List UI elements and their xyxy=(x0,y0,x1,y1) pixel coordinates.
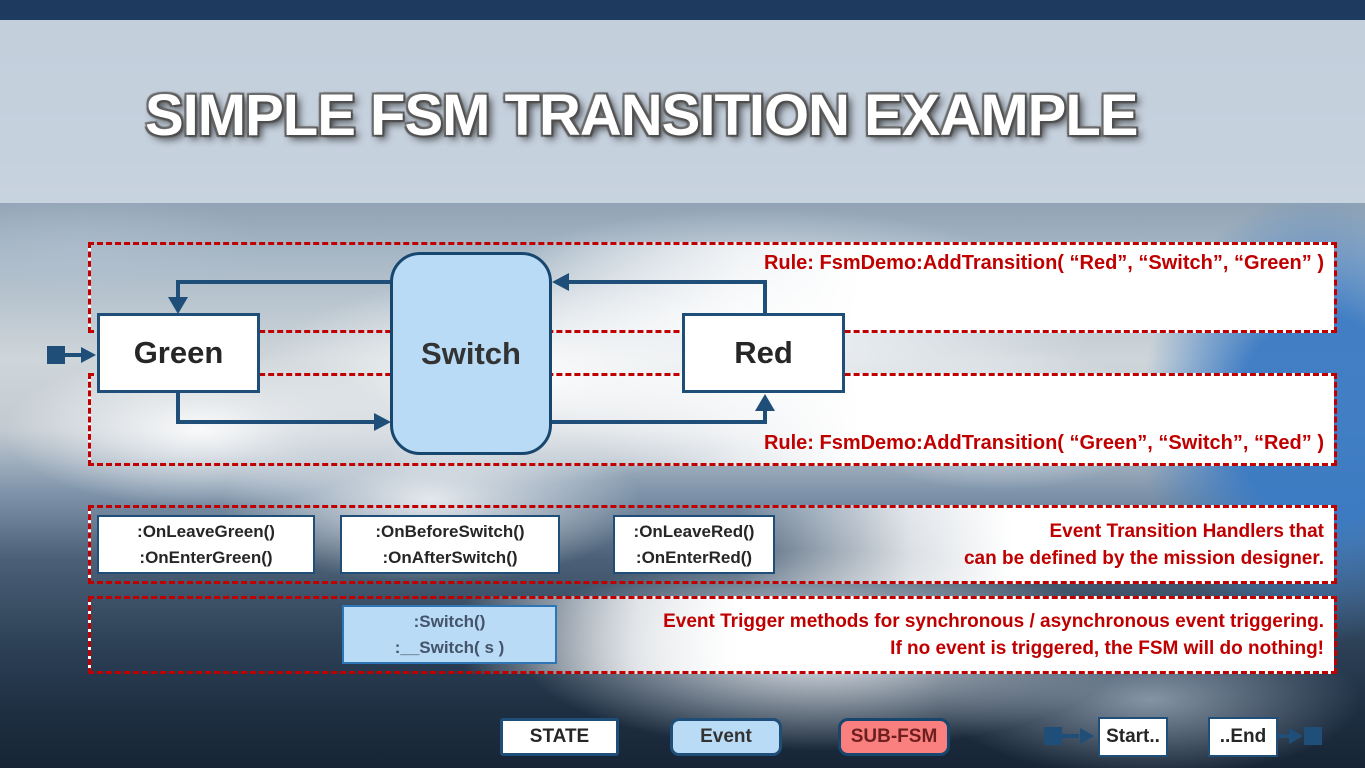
title-band xyxy=(0,20,1365,203)
state-node-green: Green xyxy=(97,313,260,393)
state-node-red: Red xyxy=(682,313,845,393)
arrow-line-red-to-switch xyxy=(562,280,767,313)
arrowhead-into-red-bottom-icon xyxy=(755,394,775,411)
legend-end-arrowhead-icon xyxy=(1289,728,1303,744)
handler-green-enter: :OnEnterGreen() xyxy=(139,547,273,567)
handlers-note-line1: Event Transition Handlers that xyxy=(1049,520,1325,542)
handler-green-leave: :OnLeaveGreen() xyxy=(137,521,275,541)
legend-start-arrowhead-icon xyxy=(1080,728,1094,744)
rule-text-green-switch-red: Rule: FsmDemo:AddTransition( “Green”, “S… xyxy=(763,432,1324,454)
page-title: SIMPLE FSM TRANSITION EXAMPLE xyxy=(145,83,1138,148)
arrowhead-into-switch-right-icon xyxy=(552,273,569,291)
legend-start-box: Start.. xyxy=(1098,717,1168,757)
legend-event-box: Event xyxy=(670,718,782,756)
handler-box-green: :OnLeaveGreen() :OnEnterGreen() xyxy=(97,515,315,574)
handler-box-red: :OnLeaveRed() :OnEnterRed() xyxy=(613,515,775,574)
handler-red-leave: :OnLeaveRed() xyxy=(633,521,755,541)
handler-box-switch: :OnBeforeSwitch() :OnAfterSwitch() xyxy=(340,515,560,574)
legend-state-box: STATE xyxy=(500,718,619,756)
legend-start-square-icon xyxy=(1044,727,1062,745)
start-marker-square-icon xyxy=(47,346,65,364)
arrow-line-switch-to-green xyxy=(176,280,390,298)
top-accent-bar xyxy=(0,0,1365,20)
triggers-note: Event Trigger methods for synchronous / … xyxy=(663,599,1324,671)
triggers-note-line1: Event Trigger methods for synchronous / … xyxy=(663,611,1324,632)
handlers-note: Event Transition Handlers that can be de… xyxy=(964,508,1324,581)
legend-subfsm-box: SUB-FSM xyxy=(838,718,950,756)
handler-red-enter: :OnEnterRed() xyxy=(635,547,753,567)
handler-switch-before: :OnBeforeSwitch() xyxy=(375,521,525,541)
handlers-note-line2: can be defined by the mission designer. xyxy=(963,547,1324,569)
arrowhead-into-switch-left-icon xyxy=(374,413,391,431)
arrow-line-switch-to-red xyxy=(552,409,767,424)
trigger-method-async: :__Switch( s ) xyxy=(394,637,505,657)
trigger-method-sync: :Switch() xyxy=(413,611,486,631)
legend-end-square-icon xyxy=(1304,727,1322,745)
triggers-container: Event Trigger methods for synchronous / … xyxy=(88,596,1337,674)
arrowhead-into-green-top-icon xyxy=(168,297,188,314)
handler-switch-after: :OnAfterSwitch() xyxy=(382,547,518,567)
legend-end-box: ..End xyxy=(1208,717,1278,757)
rule-text-red-switch-green: Rule: FsmDemo:AddTransition( “Red”, “Swi… xyxy=(763,252,1324,274)
arrow-line-green-to-switch xyxy=(176,393,374,424)
trigger-methods-box: :Switch() :__Switch( s ) xyxy=(342,605,557,664)
triggers-note-line2: If no event is triggered, the FSM will d… xyxy=(890,638,1324,659)
event-node-switch: Switch xyxy=(390,252,552,455)
start-marker-arrowhead-icon xyxy=(81,347,96,363)
